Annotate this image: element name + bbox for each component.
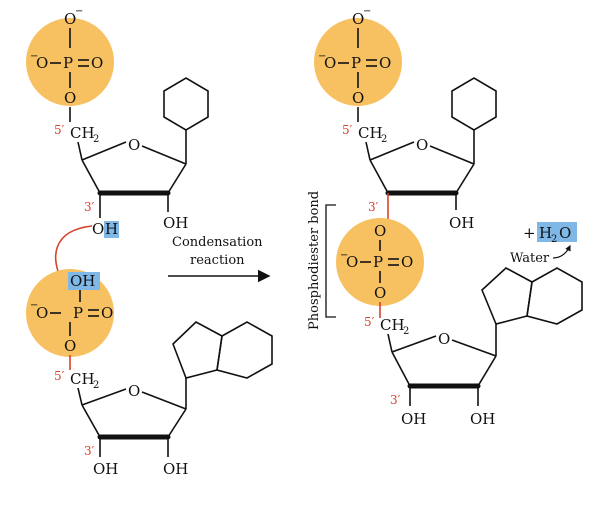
ring-oxygen: O <box>128 382 140 400</box>
leaving-oh-highlight <box>68 272 100 290</box>
atom-o: O <box>101 304 113 322</box>
water-o: O <box>559 224 571 242</box>
water-h: H <box>539 224 552 242</box>
water-product: + H 2 O Water <box>510 222 577 266</box>
reaction-arrow-group: Condensation reaction <box>168 235 271 283</box>
atom-o: O <box>374 222 386 240</box>
hydroxyl-3prime: OH <box>93 460 118 478</box>
atom-o: O <box>64 10 76 28</box>
atom-o: O <box>64 337 76 355</box>
leaving-oh: OH <box>70 272 95 290</box>
atom-p: P <box>351 54 361 72</box>
ch2-group: CH <box>380 316 405 334</box>
ch2-group: CH <box>70 370 95 388</box>
base-pentagon <box>481 267 533 325</box>
three-prime-label: 3′ <box>390 393 401 407</box>
atom-o: O <box>374 284 386 302</box>
base-hexagon <box>451 77 497 131</box>
charge-minus: − <box>363 6 371 17</box>
atom-o: O <box>352 10 364 28</box>
ring-oxygen: O <box>416 136 428 154</box>
base-pentagon <box>172 321 223 379</box>
atom-o: O <box>92 220 104 238</box>
atom-o: O <box>36 304 48 322</box>
hydroxyl-2prime: OH <box>470 410 495 428</box>
atom-p: P <box>73 304 83 322</box>
ring-oxygen: O <box>128 136 140 154</box>
atom-o: O <box>64 89 76 107</box>
condensation-label: Condensation <box>172 235 263 250</box>
left-top-nucleotide: O − − O P O O 5′ CH 2 O 3′ O H <box>26 6 209 238</box>
hydroxyl-2prime: OH <box>449 214 474 232</box>
atom-o: O <box>352 89 364 107</box>
atom-o: O <box>324 54 336 72</box>
atom-o: O <box>346 253 358 271</box>
charge-minus: − <box>75 6 83 17</box>
base-hexagon <box>163 77 209 131</box>
base-hexagon <box>526 267 583 325</box>
ch2-subscript: 2 <box>93 380 99 391</box>
water-highlight <box>537 222 577 242</box>
hydroxyl-2prime: OH <box>163 460 188 478</box>
five-prime-label: 5′ <box>54 123 65 137</box>
atom-o: O <box>379 54 391 72</box>
atom-o: O <box>36 54 48 72</box>
phosphodiester-bond-label: Phosphodiester bond <box>307 191 322 330</box>
left-bottom-nucleotide: OH − O P O O 5′ CH 2 O 3′ OH OH <box>26 269 273 478</box>
ring-oxygen: O <box>438 330 450 348</box>
three-prime-label: 3′ <box>368 200 379 214</box>
hydroxyl-2prime: OH <box>163 214 188 232</box>
atom-p: P <box>373 253 383 271</box>
water-label: Water <box>510 251 550 266</box>
three-prime-label: 3′ <box>84 200 95 214</box>
ch2-subscript: 2 <box>381 134 387 145</box>
phosphodiester-bracket <box>325 204 336 318</box>
atom-o: O <box>401 253 413 271</box>
hydroxyl-3prime: OH <box>401 410 426 428</box>
water-arrow <box>552 244 571 259</box>
charge-minus: − <box>340 250 348 261</box>
bridging-phosphate-circle <box>336 218 424 306</box>
ch2-group: CH <box>70 124 95 142</box>
water-subscript: 2 <box>551 234 557 245</box>
five-prime-label: 5′ <box>364 315 375 329</box>
leaving-h: H <box>105 220 118 238</box>
charge-minus: − <box>318 51 326 62</box>
ch2-subscript: 2 <box>403 326 409 337</box>
atom-p: P <box>63 54 73 72</box>
five-prime-label: 5′ <box>54 369 65 383</box>
phosphate-circle <box>314 18 402 106</box>
charge-minus: − <box>30 51 38 62</box>
leaving-h-highlight <box>104 221 119 238</box>
plus-sign: + <box>523 224 536 242</box>
right-dinucleotide: O − − O P O O 5′ CH 2 O 3′ OH O − <box>307 6 583 428</box>
charge-minus: − <box>30 300 38 311</box>
atom-o: O <box>91 54 103 72</box>
phosphate-circle <box>26 269 114 357</box>
ch2-subscript: 2 <box>93 134 99 145</box>
reaction-label: reaction <box>190 253 245 268</box>
phosphate-circle <box>26 18 114 106</box>
base-hexagon <box>216 321 273 379</box>
ch2-group: CH <box>358 124 383 142</box>
five-prime-label: 5′ <box>342 123 353 137</box>
three-prime-label: 3′ <box>84 444 95 458</box>
